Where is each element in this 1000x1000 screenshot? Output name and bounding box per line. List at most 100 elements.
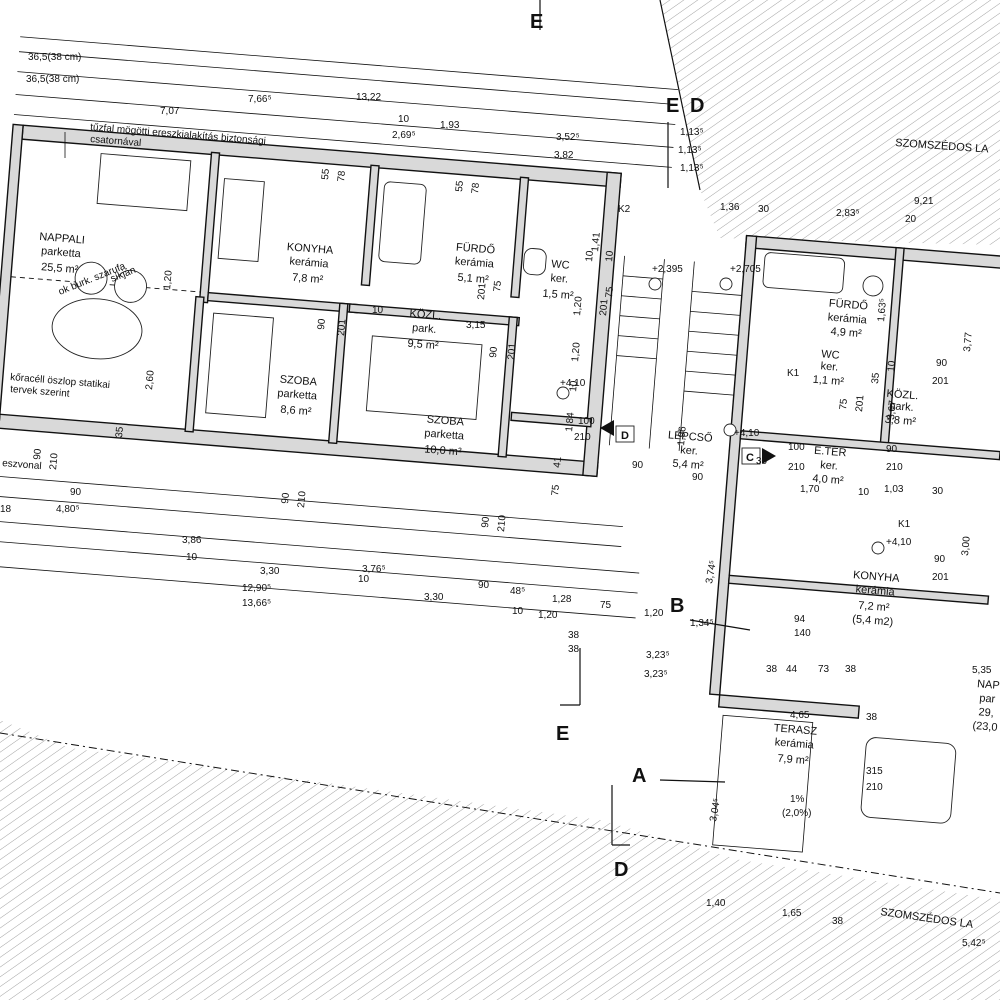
svg-text:3,82: 3,82 [554, 150, 574, 161]
svg-text:3,15: 3,15 [466, 320, 486, 331]
section-marker-D: D [690, 95, 704, 117]
svg-text:13,66⁵: 13,66⁵ [242, 598, 271, 609]
svg-text:10: 10 [584, 250, 596, 262]
svg-text:140: 140 [794, 628, 811, 639]
svg-text:75: 75 [604, 286, 616, 298]
svg-text:1,13⁵: 1,13⁵ [680, 163, 704, 174]
svg-text:kerámia: kerámia [827, 311, 868, 326]
svg-text:3,30: 3,30 [260, 566, 280, 577]
svg-text:38: 38 [568, 630, 580, 641]
svg-text:1,41: 1,41 [590, 231, 603, 252]
room-label-szoba-2: SZOBA parketta 10,0 m² [424, 414, 466, 459]
sofa-right [860, 737, 957, 824]
note-gutter-2: csatornával [90, 134, 142, 149]
svg-text:(5,4 m2): (5,4 m2) [852, 613, 894, 628]
svg-text:park.: park. [412, 322, 437, 336]
svg-text:1,03: 1,03 [884, 484, 904, 495]
svg-text:75: 75 [600, 600, 612, 611]
svg-text:1,20: 1,20 [644, 608, 664, 619]
svg-text:3,86: 3,86 [182, 535, 202, 546]
dining-table [96, 153, 192, 212]
svg-text:WC: WC [551, 258, 570, 271]
room-label-nappali-2: NAP par 29, (23,0 [972, 678, 1000, 734]
section-marker-D-group: D [600, 420, 635, 443]
level-marker: +2,395 [648, 264, 683, 291]
svg-text:1,84: 1,84 [564, 411, 577, 432]
room-label-konyha-2: KONYHA kerámia 7,2 m² (5,4 m2) [852, 569, 901, 628]
svg-text:1,93: 1,93 [440, 120, 460, 131]
note-k1: K1 [898, 519, 911, 530]
note-k2: K2 [618, 204, 631, 215]
neighbor-boundary-top [659, 0, 701, 191]
svg-text:210: 210 [574, 432, 591, 443]
svg-text:4,9 m²: 4,9 m² [830, 326, 862, 340]
svg-text:4,0 m²: 4,0 m² [812, 473, 844, 487]
svg-text:4,65: 4,65 [790, 710, 810, 721]
svg-text:7,07: 7,07 [160, 106, 180, 117]
svg-text:210: 210 [866, 782, 883, 793]
svg-text:90: 90 [632, 460, 644, 471]
stairs-left [608, 255, 665, 449]
svg-text:3,30: 3,30 [424, 592, 444, 603]
svg-text:210: 210 [48, 452, 60, 470]
svg-text:201: 201 [336, 318, 348, 336]
svg-text:18: 18 [0, 504, 12, 515]
section-marker-E: E [530, 11, 543, 33]
svg-text:5,35: 5,35 [972, 665, 992, 676]
section-marker-D-small: D [621, 430, 629, 442]
svg-text:1,34⁵: 1,34⁵ [690, 618, 714, 629]
svg-text:90: 90 [478, 580, 490, 591]
svg-text:1,20: 1,20 [162, 269, 175, 290]
svg-text:210: 210 [496, 514, 508, 532]
svg-text:38: 38 [832, 916, 844, 927]
svg-text:10: 10 [604, 250, 616, 262]
svg-text:100: 100 [578, 416, 595, 427]
section-marker-C: C [746, 452, 754, 464]
svg-text:1,36: 1,36 [720, 202, 740, 213]
building-main [0, 123, 745, 478]
svg-text:5,4 m²: 5,4 m² [672, 458, 704, 472]
svg-text:+2,395: +2,395 [652, 264, 683, 275]
svg-text:2,60: 2,60 [144, 369, 157, 390]
svg-text:55: 55 [454, 180, 466, 192]
svg-text:201: 201 [476, 282, 488, 300]
axis-line-lower [0, 732, 1000, 894]
svg-text:3,52⁵: 3,52⁵ [556, 132, 580, 143]
level-marker: +4,10 [556, 378, 586, 400]
svg-text:1,1 m²: 1,1 m² [812, 374, 844, 388]
svg-text:ker.: ker. [550, 272, 569, 285]
svg-text:73: 73 [818, 664, 830, 675]
svg-text:1,5 m²: 1,5 m² [542, 288, 574, 302]
bathtub-right [762, 252, 846, 294]
svg-text:2,83⁵: 2,83⁵ [836, 208, 860, 219]
neighbor-hatch-top [660, 0, 1000, 245]
armchair [114, 269, 147, 303]
bed-right [365, 335, 483, 420]
svg-text:12,90⁵: 12,90⁵ [242, 583, 271, 594]
svg-text:90: 90 [280, 492, 292, 504]
svg-text:7,66⁵: 7,66⁵ [248, 94, 272, 105]
svg-text:4,80⁵: 4,80⁵ [56, 504, 80, 515]
room-label-wc: WC ker. 1,5 m² [542, 258, 574, 302]
svg-text:1,13⁵: 1,13⁵ [678, 145, 702, 156]
svg-text:kerámia: kerámia [289, 255, 330, 270]
svg-text:LÉPCSŐ: LÉPCSŐ [668, 427, 714, 445]
svg-text:36,5(38 cm): 36,5(38 cm) [28, 52, 81, 63]
svg-text:30: 30 [756, 456, 768, 467]
svg-text:3,67: 3,67 [886, 399, 899, 420]
svg-text:29,: 29, [978, 706, 994, 719]
kitchen-counter [217, 178, 265, 262]
svg-text:90: 90 [70, 487, 82, 498]
svg-text:3,76⁵: 3,76⁵ [362, 564, 386, 575]
svg-text:5,42⁵: 5,42⁵ [962, 938, 986, 949]
svg-text:3,00: 3,00 [960, 535, 973, 556]
svg-text:3,04⁵: 3,04⁵ [708, 797, 723, 822]
svg-text:35: 35 [114, 426, 126, 438]
svg-text:(23,0: (23,0 [972, 720, 998, 734]
svg-text:7,8 m²: 7,8 m² [292, 272, 324, 286]
room-label-furdo: FÜRDŐ kerámia 5,1 m² [454, 239, 496, 286]
armchair [74, 261, 108, 295]
svg-text:30: 30 [758, 204, 770, 215]
svg-text:10: 10 [186, 552, 198, 563]
svg-text:1,65: 1,65 [782, 908, 802, 919]
